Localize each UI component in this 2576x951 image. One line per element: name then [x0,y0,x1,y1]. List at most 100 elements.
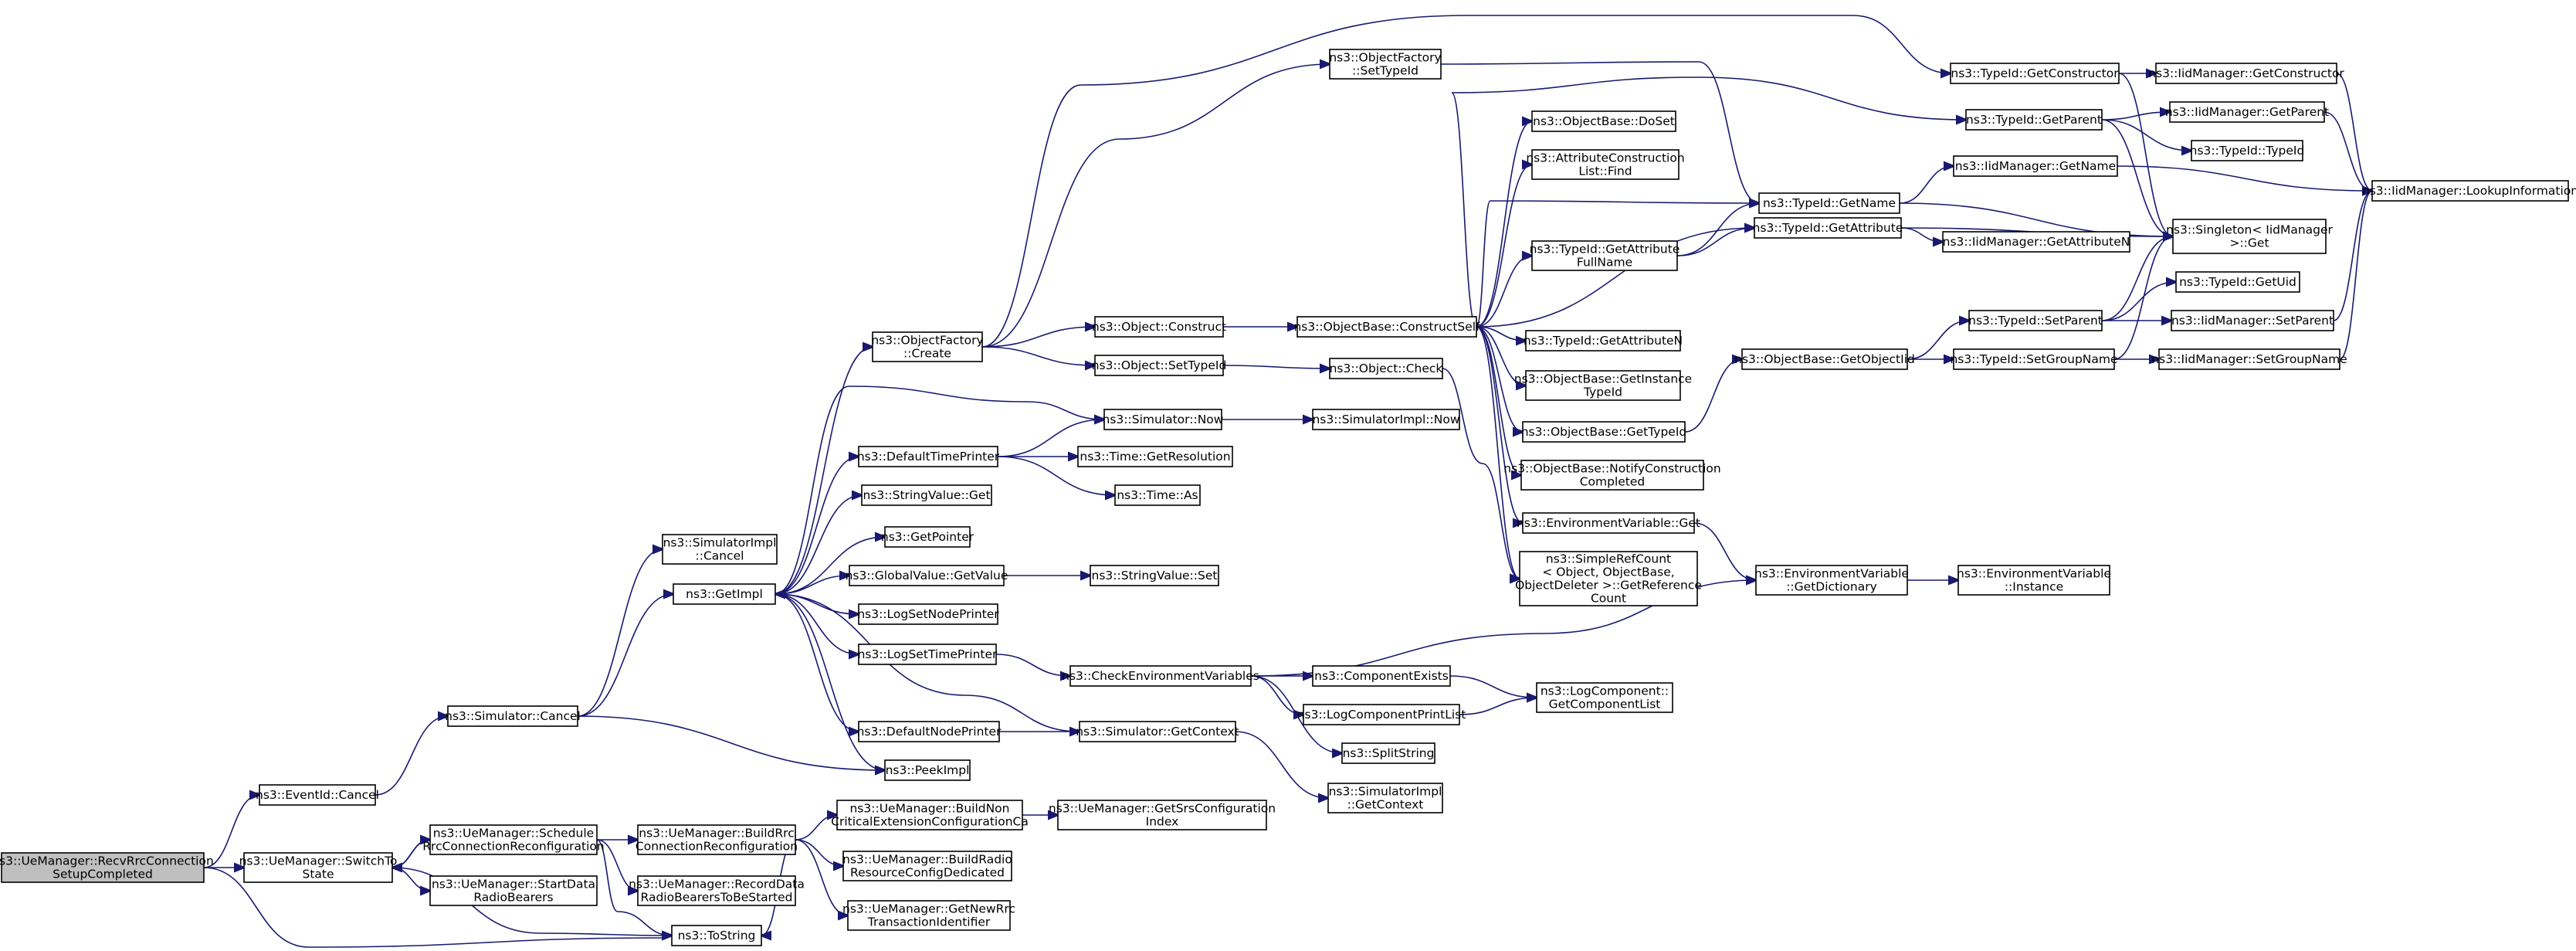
node-getimpl[interactable]: ns3::GetImpl [673,583,776,605]
node-checkenv[interactable]: ns3::CheckEnvironmentVariables [1062,665,1259,687]
node-tostring[interactable]: ns3::ToString [671,925,762,946]
node-getpointer[interactable]: ns3::GetPointer [881,526,974,548]
node-componentexists[interactable]: ns3::ComponentExists [1312,665,1451,687]
node-envvar-get[interactable]: ns3::EnvironmentVariable::Get [1517,512,1700,534]
node-buildrrc[interactable]: ns3::UeManager::BuildRrcConnectionReconf… [636,824,798,855]
node-root[interactable]: ns3::UeManager::RecvRrcConnectionSetupCo… [0,852,214,883]
node-label: ns3::UeManager::BuildNon [849,802,1009,816]
node-iid-getparent[interactable]: ns3::IidManager::GetParent [2165,101,2329,123]
node-splitstring[interactable]: ns3::SplitString [1341,742,1435,764]
node-typeid-getattributen[interactable]: ns3::TypeId::GetAttributeN [1524,330,1683,352]
node-box [1950,63,2120,84]
node-label: ns3::LogSetNodePrinter [857,607,999,621]
node-objectbase-notify[interactable]: ns3::ObjectBase::NotifyConstructionCompl… [1503,460,1721,491]
node-iid-setparent[interactable]: ns3::IidManager::SetParent [2171,310,2334,331]
node-iid-setgroupname[interactable]: ns3::IidManager::SetGroupName [2151,348,2347,370]
node-buildradio[interactable]: ns3::UeManager::BuildRadioResourceConfig… [842,851,1012,881]
node-getnewrrc[interactable]: ns3::UeManager::GetNewRrcTransactionIden… [842,900,1015,931]
node-sim-getcontext[interactable]: ns3::Simulator::GetContext [1076,721,1239,742]
node-box [1519,551,1698,606]
node-iid-getattributen[interactable]: ns3::IidManager::GetAttributeN [1942,231,2130,253]
node-objectbase-getobjectiid[interactable]: ns3::ObjectBase::GetObjectIid [1734,348,1915,370]
node-box [1531,240,1678,271]
node-box [872,331,983,362]
node-constructself[interactable]: ns3::ObjectBase::ConstructSelf [1293,316,1480,338]
node-objfactory-settypeid[interactable]: ns3::ObjectFactory::SetTypeId [1329,49,1442,80]
node-iid-lookupinformation[interactable]: ns3::IidManager::LookupInformation [2362,180,2576,202]
node-objfactory-create[interactable]: ns3::ObjectFactory::Create [871,331,984,362]
node-logcomponent-getlist[interactable]: ns3::LogComponent::GetComponentList [1536,682,1673,713]
node-object-construct[interactable]: ns3::Object::Construct [1092,316,1226,338]
node-stringvalue-get[interactable]: ns3::StringValue::Get [861,484,992,506]
node-buildnoncritical[interactable]: ns3::UeManager::BuildNonCriticalExtensio… [831,800,1029,830]
node-label: ns3::UeManager::RecvRrcConnection [0,854,214,868]
node-label: ns3::ObjectFactory [1329,51,1441,65]
node-simulator-now[interactable]: ns3::Simulator::Now [1103,409,1224,430]
node-time-as[interactable]: ns3::Time::As [1114,484,1201,506]
node-logsetnodeprinter[interactable]: ns3::LogSetNodePrinter [857,603,999,625]
node-envvar-instance[interactable]: ns3::EnvironmentVariable::Instance [1957,565,2111,596]
node-stringvalue-set[interactable]: ns3::StringValue::Set [1090,565,1219,586]
node-typeid-setparent[interactable]: ns3::TypeId::SetParent [1968,310,2103,331]
node-simimpl-getcontext[interactable]: ns3::SimulatorImpl::GetContext [1327,783,1443,813]
node-logsettimeprinter[interactable]: ns3::LogSetTimePrinter [858,644,998,665]
edge-sim_cancel-to-simimpl_cancel [577,549,663,717]
node-time-getresolution[interactable]: ns3::Time::GetResolution [1077,446,1233,467]
node-label: ns3::Object::Construct [1092,320,1226,334]
node-typeid-setgroupname[interactable]: ns3::TypeId::SetGroupName [1950,348,2118,370]
node-label: ns3::IidManager::SetParent [2171,314,2334,328]
node-box [1090,565,1219,586]
node-simimpl-cancel[interactable]: ns3::SimulatorImpl::Cancel [662,534,778,565]
node-eventid-cancel[interactable]: ns3::EventId::Cancel [256,784,379,806]
node-typeid-getparent[interactable]: ns3::TypeId::GetParent [1965,109,2103,131]
node-box [1957,565,2110,596]
node-objectbase-doset[interactable]: ns3::ObjectBase::DoSet [1531,110,1676,132]
node-defaulttimeprinter[interactable]: ns3::DefaultTimePrinter [857,446,1000,467]
node-object-settypeid[interactable]: ns3::Object::SetTypeId [1092,355,1227,376]
node-box [1094,355,1224,376]
node-box [2191,140,2303,161]
node-iid-getname[interactable]: ns3::IidManager::GetName [1953,155,2118,177]
node-box [1522,421,1686,443]
node-logcomponentprintlist[interactable]: ns3::LogComponentPrintList [1297,704,1466,725]
node-box [1,852,205,883]
node-typeid-getname[interactable]: ns3::TypeId::GetName [1758,192,1900,214]
node-box [1536,682,1673,713]
node-box [1296,316,1477,338]
node-simplerefcount[interactable]: ns3::SimpleRefCount< Object, ObjectBase,… [1515,551,1702,606]
node-simimpl-now[interactable]: ns3::SimulatorImpl::Now [1312,409,1460,430]
node-iid-getconstructor[interactable]: ns3::IidManager::GetConstructor [2148,63,2344,84]
node-box [884,526,971,548]
edge-typeid_getattrfullname-to-typeid_getattribute [1676,228,1754,256]
node-objectbase-gettypeid[interactable]: ns3::ObjectBase::GetTypeId [1521,421,1687,443]
node-typeid-getattribute[interactable]: ns3::TypeId::GetAttribute [1753,217,1903,239]
node-object-check[interactable]: ns3::Object::Check [1329,358,1443,379]
node-typeid-getconstructor[interactable]: ns3::TypeId::GetConstructor [1950,63,2120,84]
node-label: ns3::SimpleRefCount [1546,552,1671,566]
node-box [1520,460,1704,491]
node-label: ns3::Time::GetResolution [1080,450,1230,464]
node-typeid-getuid[interactable]: ns3::TypeId::GetUid [2175,271,2300,293]
node-recorddata[interactable]: ns3::UeManager::RecordDataRadioBearersTo… [629,875,805,906]
node-schedule[interactable]: ns3::UeManager::ScheduleRrcConnectionRec… [422,824,605,855]
node-box [861,484,992,506]
node-sim-cancel[interactable]: ns3::Simulator::Cancel [445,705,581,727]
edge-constructself-to-objectbase_doset [1476,121,1532,328]
node-label: ns3::IidManager::GetAttributeN [1943,235,2130,249]
node-defaultnodeprinter[interactable]: ns3::DefaultNodePrinter [857,721,1002,742]
node-label: ns3::Simulator::Cancel [445,709,581,723]
edge-envvar_get-to-envvar_getdictionary [1693,522,1756,580]
node-typeid-typeid[interactable]: ns3::TypeId::TypeId [2190,140,2305,161]
node-box [637,875,796,906]
node-globalvalue-getvalue[interactable]: ns3::GlobalValue::GetValue [846,565,1008,586]
node-envvar-getdictionary[interactable]: ns3::EnvironmentVariable::GetDictionary [1754,565,1909,596]
node-peekimpl[interactable]: ns3::PeekImpl [884,759,971,781]
node-singleton-get[interactable]: ns3::Singleton< IidManager>::Get [2166,219,2334,254]
